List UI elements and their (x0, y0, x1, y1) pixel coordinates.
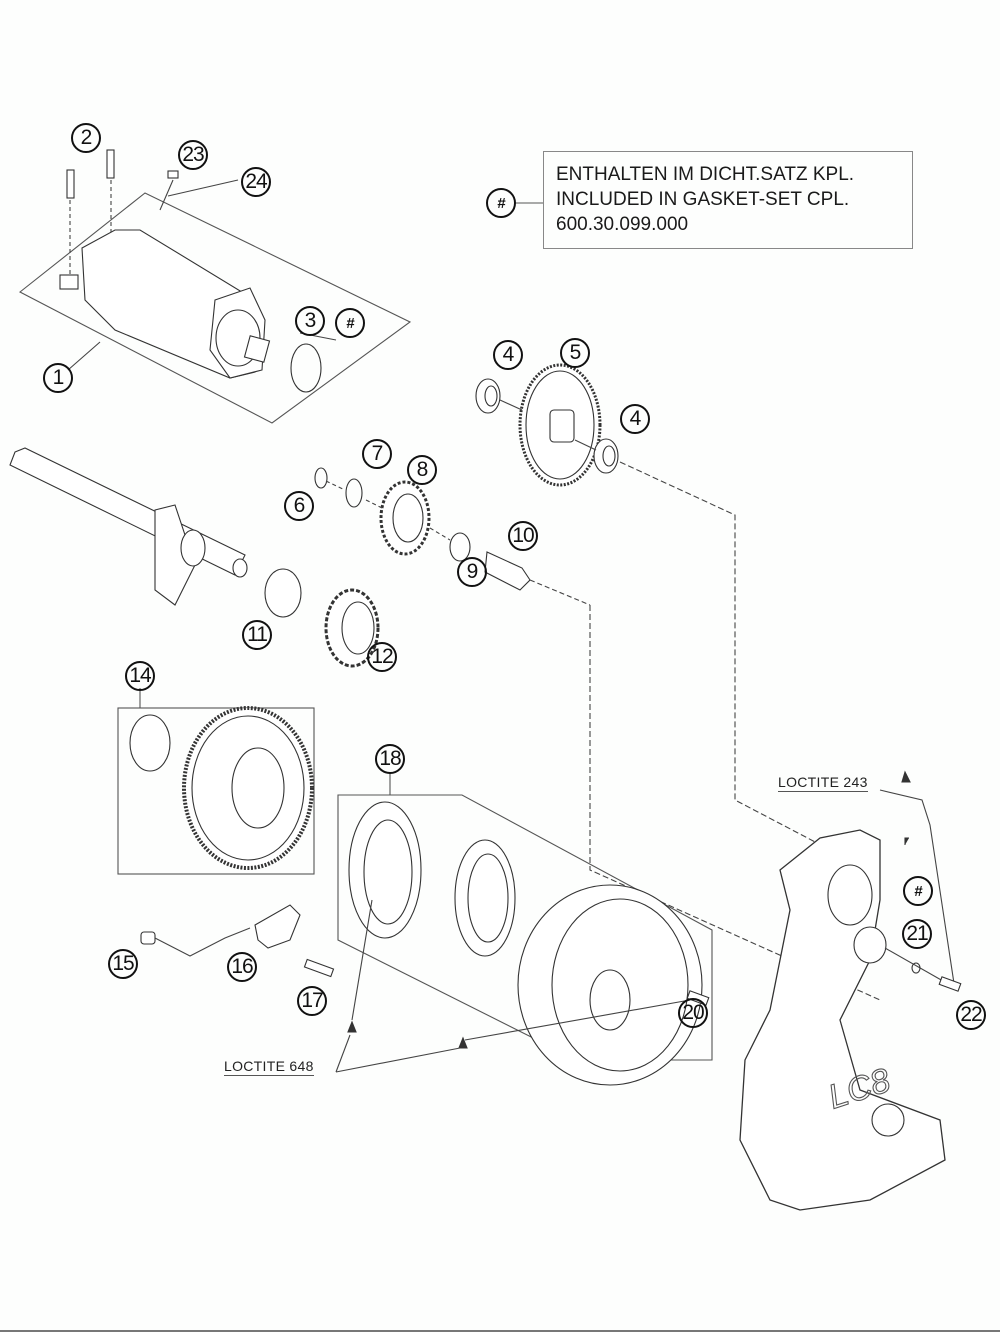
leader-line-4-cover (619, 461, 841, 856)
needle-bearing-11 (264, 568, 302, 618)
callout-12[interactable]: 12 (367, 642, 397, 672)
note-line-part-number: 600.30.099.000 (556, 214, 689, 235)
crank-web (154, 504, 196, 606)
intermediate-gear-group (264, 467, 591, 668)
starter-motor-shaft (243, 335, 271, 363)
flywheel-rotor (517, 884, 703, 1086)
group-18-box (337, 794, 713, 1061)
note-line-english: INCLUDED IN GASKET-SET CPL. (556, 189, 850, 210)
cover-plug (871, 1103, 905, 1137)
bottom-border (0, 1330, 1000, 1332)
starter-motor-mount (59, 274, 79, 290)
callout-16[interactable]: 16 (227, 952, 257, 982)
callout-3[interactable]: 3 (295, 306, 325, 336)
freewheel-housing (348, 801, 422, 939)
callout-7[interactable]: 7 (362, 439, 392, 469)
callout-gasket-set-marker[interactable]: # (486, 188, 516, 218)
starter-motor-outline-box (18, 192, 412, 424)
freewheel-sprag (454, 839, 516, 957)
loctite-243-label: LOCTITE 243 (778, 774, 868, 792)
callout-6[interactable]: 6 (284, 491, 314, 521)
terminal-cap-23 (167, 170, 179, 179)
callout-21-gasket-marker[interactable]: # (903, 876, 933, 906)
callout-10[interactable]: 10 (508, 521, 538, 551)
callout-5[interactable]: 5 (560, 338, 590, 368)
bolt-22 (938, 976, 962, 992)
bolt-2b (106, 149, 115, 179)
washer-7 (345, 478, 363, 508)
group-14-box (117, 707, 315, 875)
callout-9[interactable]: 9 (457, 557, 487, 587)
callout-1[interactable]: 1 (43, 363, 73, 393)
idler-gear-group (475, 363, 619, 487)
bearing-4a-inner (484, 385, 498, 407)
bearing-4a (475, 378, 501, 414)
crankshaft-group (9, 447, 248, 606)
callout-21[interactable]: 21 (902, 919, 932, 949)
o-ring-3 (290, 343, 322, 393)
pin-10 (484, 551, 531, 591)
o-ring-21 (911, 962, 921, 974)
callout-20[interactable]: 20 (678, 998, 708, 1028)
callout-11[interactable]: 11 (242, 620, 272, 650)
cover-boss (853, 926, 887, 964)
callout-2[interactable]: 2 (71, 123, 101, 153)
callout-17[interactable]: 17 (297, 986, 327, 1016)
callout-3-gasket-marker[interactable]: # (335, 308, 365, 338)
starter-gear-14-group (117, 688, 315, 875)
callout-15[interactable]: 15 (108, 949, 138, 979)
lever-16 (254, 904, 301, 949)
freewheel-group-18 (335, 772, 713, 1086)
leader-line-10-cover (589, 605, 881, 1001)
callout-4b[interactable]: 4 (620, 404, 650, 434)
bearing-4b (593, 438, 619, 474)
bearing-14 (129, 714, 171, 772)
bushing-15 (140, 931, 156, 945)
gear-5-pinion (549, 409, 575, 443)
bolt-17 (303, 958, 335, 978)
callout-24[interactable]: 24 (241, 167, 271, 197)
note-line-german: ENTHALTEN IM DICHT.SATZ KPL. (556, 164, 855, 185)
starter-lever-group (140, 904, 335, 978)
loctite-648-label: LOCTITE 648 (224, 1058, 314, 1076)
starter-motor-group (18, 149, 412, 424)
callout-22[interactable]: 22 (956, 1000, 986, 1030)
callout-8[interactable]: 8 (407, 455, 437, 485)
callout-14[interactable]: 14 (125, 661, 155, 691)
ignition-cover: LC8 (739, 770, 962, 1211)
callout-18[interactable]: 18 (375, 744, 405, 774)
callout-4a[interactable]: 4 (493, 340, 523, 370)
circlip-6 (314, 467, 328, 489)
bolt-2a (66, 169, 75, 199)
crankshaft (9, 447, 246, 576)
callout-23[interactable]: 23 (178, 140, 208, 170)
gasket-set-note: ENTHALTEN IM DICHT.SATZ KPL. INCLUDED IN… (543, 151, 913, 249)
